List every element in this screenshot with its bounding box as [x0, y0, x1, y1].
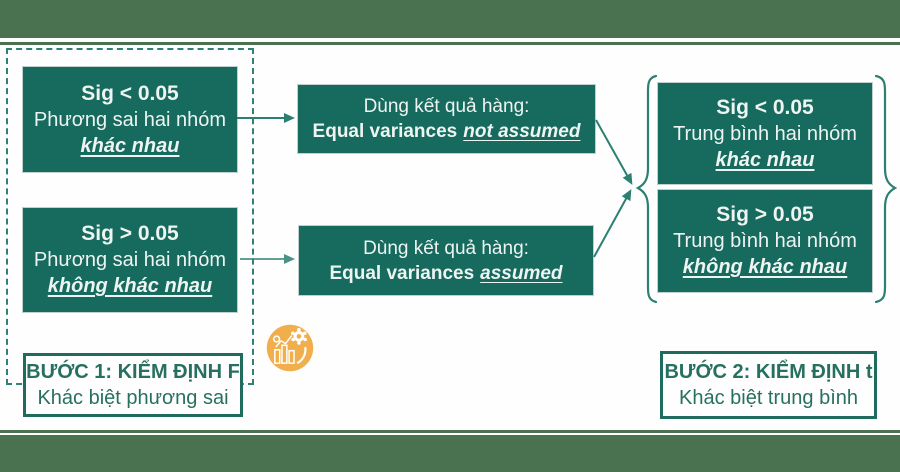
step2-caption-subtitle: Khác biệt trung bình — [678, 387, 858, 409]
left-brace — [635, 74, 658, 304]
node-line-conclusion: không khác nhau — [682, 256, 848, 278]
bottom-divider — [0, 430, 900, 433]
top-divider — [0, 42, 900, 45]
node-line-sig: Sig > 0.05 — [81, 222, 179, 245]
node-line-conclusion: khác nhau — [715, 148, 815, 171]
node-line-text: Dùng kết quả hàng: — [363, 237, 529, 259]
arrow-assumed-to-step2 — [593, 189, 632, 258]
row-emphasis: not assumed — [463, 121, 581, 142]
step1-caption-box: BƯỚC 1: KIỂM ĐỊNH F Khác biệt phương sai — [23, 353, 243, 417]
node-line-text: Phương sai hai nhóm — [33, 108, 227, 131]
node-line-text: Trung bình hai nhóm — [673, 230, 857, 252]
bottom-band — [0, 435, 900, 472]
row-name: Equal variances — [312, 121, 458, 142]
node-line-sig: Sig < 0.05 — [716, 95, 814, 119]
top-band — [0, 0, 900, 38]
right-brace — [874, 74, 898, 304]
node-line-conclusion: khác nhau — [80, 134, 180, 157]
step1-caption-title: BƯỚC 1: KIỂM ĐỊNH F — [26, 361, 240, 383]
gear-glyph — [291, 328, 307, 345]
watermark-logo-icon — [266, 324, 314, 372]
arrow-not-assumed-to-step2 — [595, 119, 633, 185]
step2-caption-box: BƯỚC 2: KIỂM ĐỊNH t Khác biệt trung bình — [660, 351, 877, 419]
step2-caption-title: BƯỚC 2: KIỂM ĐỊNH t — [664, 361, 873, 383]
node-line-sig: Sig > 0.05 — [716, 203, 814, 226]
node-line-sig: Sig < 0.05 — [81, 81, 179, 105]
step1-node-variance-equal: Sig > 0.05 Phương sai hai nhóm không khá… — [23, 208, 237, 312]
step1-node-variance-different: Sig < 0.05 Phương sai hai nhóm khác nhau — [23, 67, 237, 172]
node-line-conclusion: không khác nhau — [47, 275, 213, 297]
step1-caption-subtitle: Khác biệt phương sai — [37, 387, 229, 409]
node-line-text: Phương sai hai nhóm — [33, 249, 227, 271]
step2-node-mean-different: Sig < 0.05 Trung bình hai nhóm khác nhau — [658, 83, 872, 184]
row-name: Equal variances — [329, 262, 475, 284]
node-line-text: Dùng kết quả hàng: — [363, 96, 530, 117]
row-emphasis: assumed — [480, 262, 563, 284]
step2-node-mean-equal: Sig > 0.05 Trung bình hai nhóm không khá… — [658, 190, 872, 292]
node-line-text: Trung bình hai nhóm — [673, 122, 857, 145]
